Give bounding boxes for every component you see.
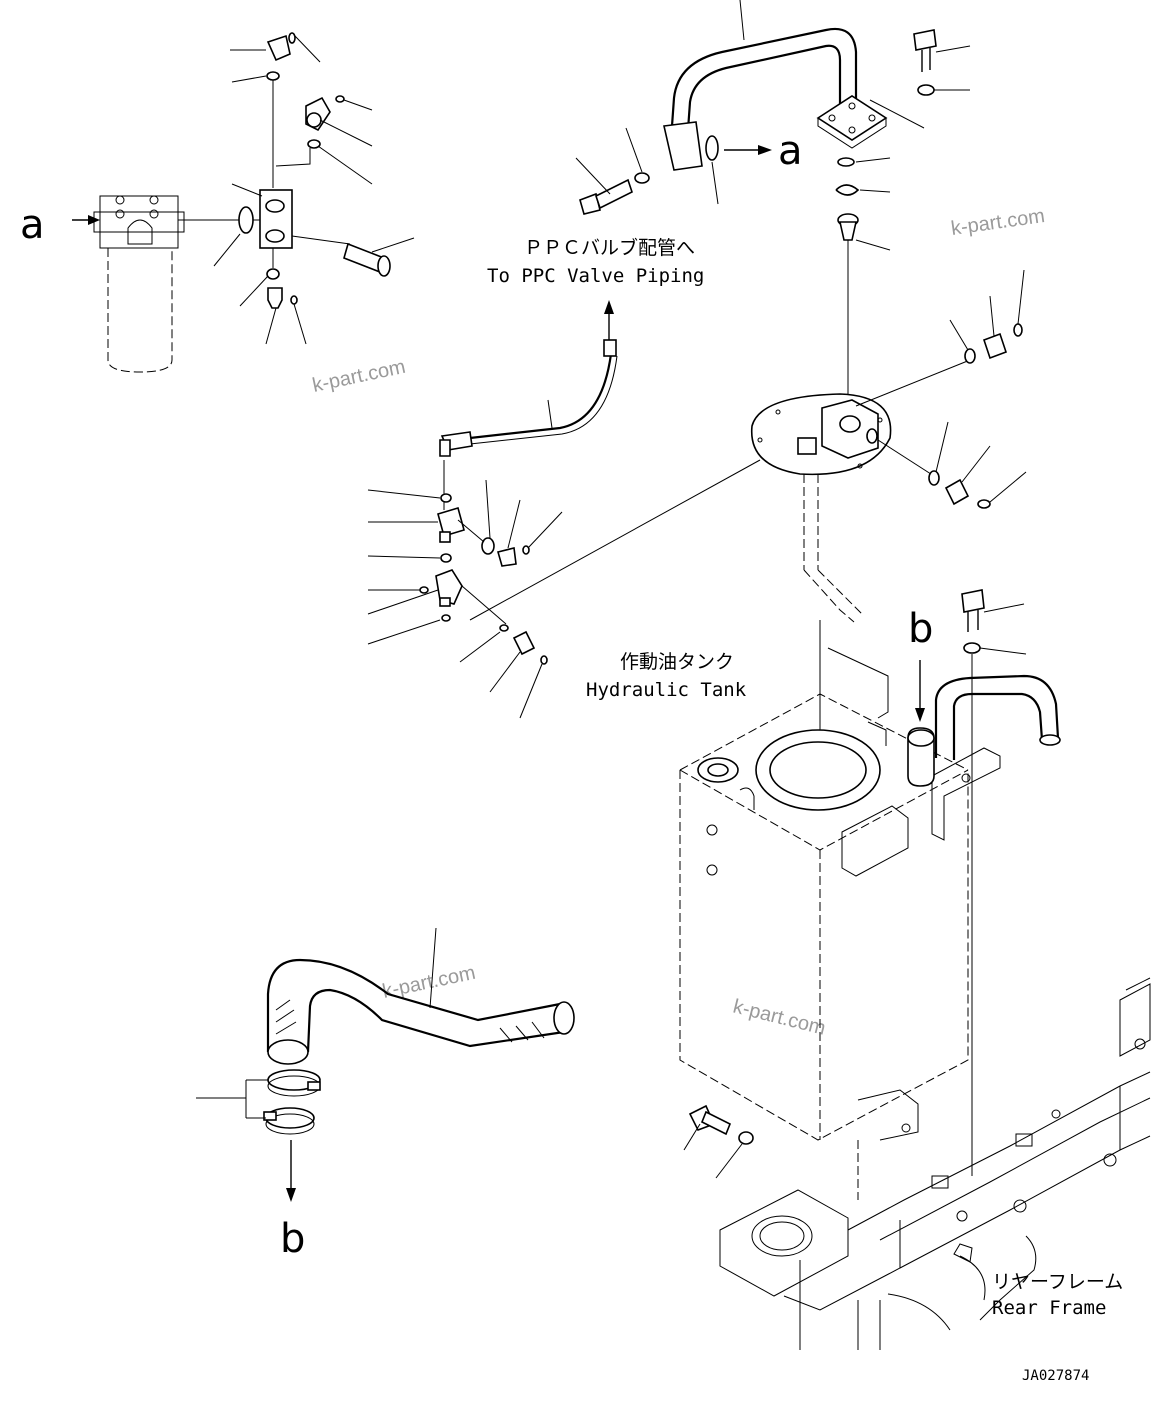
frame-label-jp: リヤーフレーム (992, 1271, 1123, 1293)
plug-fitting-lower (928, 421, 1027, 509)
tank-label-en: Hydraulic Tank (586, 679, 747, 701)
ref-label-a-right: a (778, 128, 803, 174)
valve-block (213, 183, 351, 267)
adapter-fitting (275, 95, 373, 185)
hose-clamps (196, 1069, 321, 1135)
ppc-arrow-head (604, 300, 614, 314)
leader-line (711, 161, 719, 205)
tee-fitting-lower (367, 459, 761, 719)
bottom-fitting (239, 248, 307, 345)
tee-fitting-upper (367, 460, 563, 567)
return-elbow (934, 674, 1061, 760)
ref-label-b-hose: b (280, 1216, 305, 1262)
return-hose (266, 927, 575, 1065)
ppc-label-jp: ＰＰＣバルブ配管へ (524, 236, 695, 259)
drawing-number: JA027874 (1022, 1368, 1089, 1384)
leader-line (855, 157, 891, 163)
o-ring (705, 135, 719, 161)
pipe-bolt (575, 127, 650, 215)
watermark: k-part.com (950, 205, 1047, 240)
snap-ring (835, 184, 860, 196)
strainer-rod (837, 213, 891, 400)
watermark: k-part.com (310, 356, 407, 397)
watermark: k-part.com (731, 996, 828, 1040)
ppc-hose (439, 339, 618, 457)
frame-label-en: Rear Frame (992, 1297, 1106, 1319)
suction-pipe (663, 0, 858, 171)
connector-fitting (343, 237, 415, 277)
arrow-a-head (758, 145, 772, 155)
ref-label-b-tank: b (908, 606, 933, 652)
hydraulic-tank (679, 647, 1001, 1200)
tank-bolt (961, 589, 1027, 1176)
rear-frame (719, 977, 1151, 1350)
pipe-flange (816, 95, 925, 149)
line-filter (93, 195, 185, 373)
ref-label-a-left: a (20, 202, 45, 248)
plug-fitting-upper (949, 269, 1025, 364)
leader-line (859, 189, 891, 193)
o-ring (837, 157, 855, 167)
drain-bolt (683, 1104, 754, 1179)
tank-label-jp: 作動油タンク (620, 651, 734, 673)
breather-cap: b (907, 606, 935, 787)
arrow-a-head (88, 215, 100, 225)
arrow-b-head (286, 1188, 296, 1202)
ppc-label-en: To PPC Valve Piping (487, 265, 704, 287)
flange-bolt (913, 29, 971, 96)
elbow-fitting (230, 32, 321, 188)
tank-cover-plate (750, 359, 971, 623)
